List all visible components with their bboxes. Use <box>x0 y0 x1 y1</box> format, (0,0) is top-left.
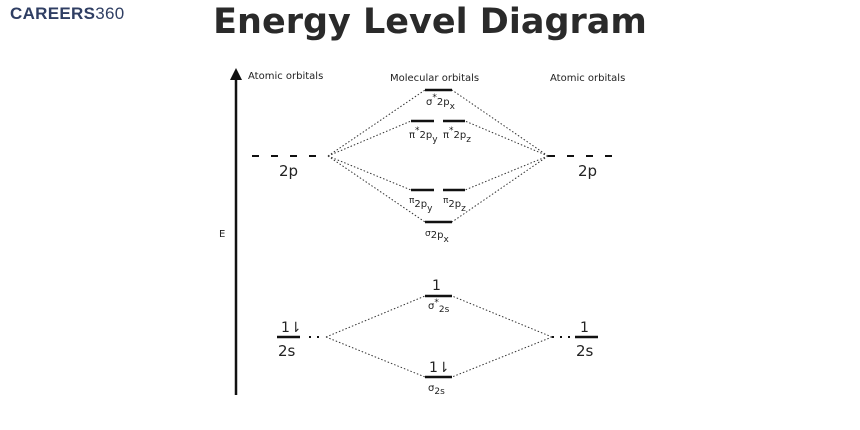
sigma-2s-label: σ2s <box>428 383 445 397</box>
sigma-2px-label: σ2px <box>425 229 449 245</box>
energy-axis-arrowhead <box>230 68 242 80</box>
sigma-star-2s-label: σ*2s <box>428 298 450 315</box>
header-molecular-orbitals: Molecular orbitals <box>390 73 479 84</box>
pi-2pz-label: π2pz <box>443 196 466 214</box>
right-2s-electrons: 1 <box>580 320 589 336</box>
header-left-atomic-orbitals: Atomic orbitals <box>248 71 323 82</box>
header-right-atomic-orbitals: Atomic orbitals <box>550 73 625 84</box>
page-title: Energy Level Diagram <box>213 2 647 42</box>
2s-correlation-lines <box>325 295 553 378</box>
sigma-2s-electrons: 1⇂ <box>429 360 450 376</box>
right-2s-label: 2s <box>576 342 594 360</box>
left-2s-electrons: 1⇂ <box>281 320 302 336</box>
left-2p-label: 2p <box>279 162 298 180</box>
energy-axis-label: E <box>219 229 225 240</box>
sigma-star-2px-label: σ*2px <box>426 93 456 112</box>
pi-star-2pz-label: π*2pz <box>443 126 471 145</box>
brand-number: 360 <box>95 4 125 23</box>
pi-star-2py-label: π*2py <box>409 126 438 145</box>
brand-name: CAREERS <box>10 4 96 23</box>
2p-correlation-lines <box>327 89 549 223</box>
sigma-star-2s-electrons: 1 <box>432 278 441 294</box>
careers360-logo: CAREERS360 <box>10 4 125 24</box>
right-2p-label: 2p <box>578 162 597 180</box>
pi-2py-label: π2py <box>409 196 433 214</box>
left-2s-label: 2s <box>278 342 296 360</box>
